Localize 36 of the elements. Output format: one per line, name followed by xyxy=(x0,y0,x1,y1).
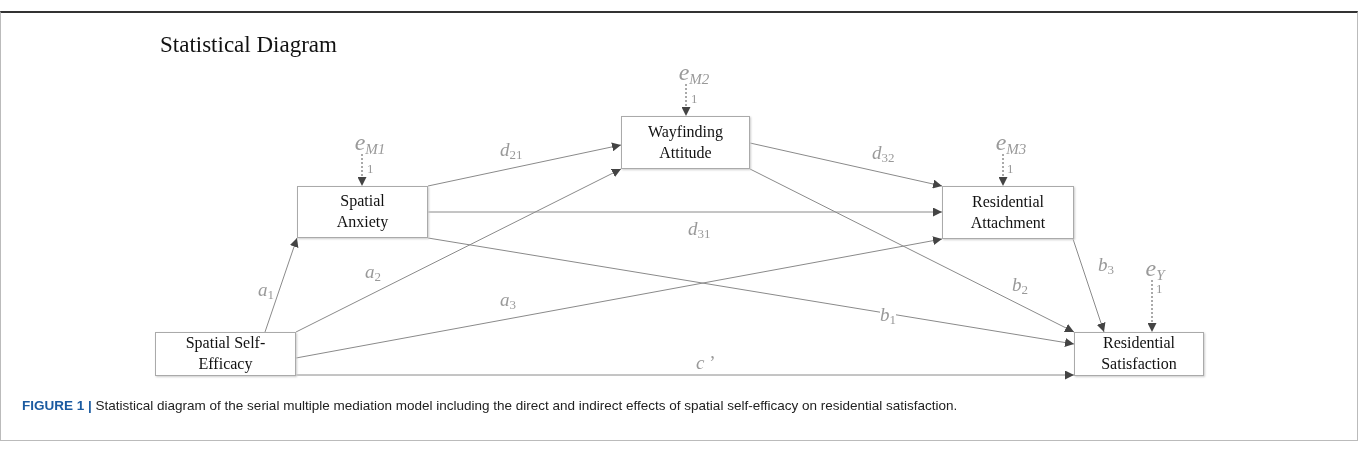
path-arrow xyxy=(295,236,943,359)
path-arrow xyxy=(295,168,622,333)
path-arrow xyxy=(427,142,622,187)
edge-label: c ’ xyxy=(696,353,716,372)
error-term: e$_{M3}$ xyxy=(986,124,1036,154)
path-arrow xyxy=(295,370,1075,380)
path-arrow xyxy=(749,142,943,189)
figure-caption: FIGURE 1 | Statistical diagram of the serial multiple mediation model including the direct and indirect effects of spatial self-efficacy on residential satisfaction. xyxy=(22,397,959,415)
variable-box: Spatial Self-Efficacy xyxy=(155,332,296,376)
edge-label: d$_{21}$ xyxy=(500,140,523,159)
edge-label: d$_{32}$ xyxy=(872,143,895,162)
variable-box: Residential Satisfaction xyxy=(1074,332,1204,376)
error-term: e$_{Y}$ xyxy=(1135,250,1175,280)
edge-label: b$_{3}$ xyxy=(1098,255,1114,274)
path-arrow xyxy=(264,237,299,333)
edge-label: b$_{1}$ xyxy=(880,305,896,324)
edge-label: 1 xyxy=(1156,282,1163,295)
edge-label: b$_{2}$ xyxy=(1012,275,1028,294)
dotted-arrow xyxy=(1147,279,1157,333)
path-arrow xyxy=(1072,238,1106,333)
dotted-arrow xyxy=(998,153,1008,187)
edge-label: d$_{31}$ xyxy=(688,219,711,238)
path-arrow xyxy=(427,207,943,217)
edge-label: 1 xyxy=(367,162,374,175)
path-arrow xyxy=(749,168,1075,333)
dotted-arrow xyxy=(681,83,691,117)
edge-label: 1 xyxy=(691,92,698,105)
edge-label: 1 xyxy=(1007,162,1014,175)
variable-box: Residential Attachment xyxy=(942,186,1074,239)
variable-box: Wayfinding Attitude xyxy=(621,116,750,169)
error-term: e$_{M1}$ xyxy=(345,124,395,154)
variable-box: Spatial Anxiety xyxy=(297,186,428,238)
dotted-arrow xyxy=(357,153,367,187)
path-arrow xyxy=(427,237,1075,347)
error-term: e$_{M2}$ xyxy=(669,54,719,84)
diagram-title: Statistical Diagram xyxy=(160,31,337,59)
